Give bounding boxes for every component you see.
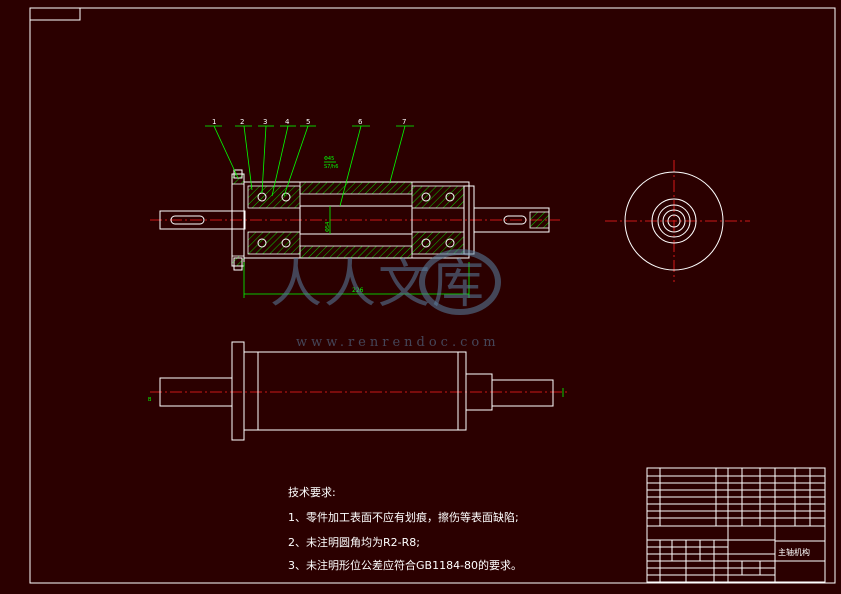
- ext-left-flange: [231, 341, 245, 441]
- left-bearing-group: [247, 185, 301, 255]
- left-flange-bottom-section: [231, 255, 245, 267]
- dim-overall-length: 226: [352, 287, 364, 294]
- tech-item-3: 3、未注明形位公差应符合GB1184-80的要求。: [288, 558, 522, 572]
- watermark: 人人文库 www.renrendoc.com: [270, 249, 501, 350]
- dim-inner-dia: Φ54: [325, 222, 331, 232]
- flange-circle: [657, 204, 691, 238]
- dim-fit-upper: Φ45: [324, 156, 334, 162]
- ext-drum: [243, 351, 467, 431]
- left-keyway: [170, 215, 205, 225]
- part-label-4: 4: [285, 118, 290, 126]
- watermark-logo-text: 人人文库: [270, 255, 486, 315]
- part-label-1: 1: [212, 118, 216, 126]
- left-shaft: [159, 210, 246, 230]
- outer-circle: [624, 171, 724, 271]
- part-label-2: 2: [240, 118, 244, 126]
- inner-shaft: [299, 205, 413, 235]
- watermark-url: www.renrendoc.com: [296, 335, 500, 350]
- exterior-view: B: [148, 341, 570, 441]
- bore-circle: [662, 209, 686, 233]
- drawing-name: 主轴机构: [778, 547, 810, 557]
- tech-heading: 技术要求:: [288, 486, 336, 499]
- left-flange-top-section: [231, 173, 245, 185]
- ext-right-shaft: [491, 379, 554, 407]
- tech-item-1: 1、零件加工表面不应有划痕，擦伤等表面缺陷;: [288, 510, 519, 524]
- part-numbers: 1 2 3 4 5 6 7: [212, 118, 406, 126]
- dim-fit-lower: S7/h6: [324, 164, 338, 170]
- part-label-6: 6: [358, 118, 363, 126]
- title-area-grid: [647, 526, 825, 582]
- drum-wall-top: [299, 181, 413, 195]
- watermark-logo-ring: [419, 249, 501, 315]
- part-leaders: [205, 125, 414, 207]
- middle-circle: [651, 198, 697, 244]
- title-block-frame: [646, 467, 826, 583]
- part-label-5: 5: [306, 118, 310, 126]
- sheet-border: [29, 7, 836, 584]
- title-block: 主轴机构: [646, 467, 826, 583]
- right-bearing-group: [411, 185, 465, 255]
- ext-left-mark: B: [148, 397, 152, 403]
- part-label-7: 7: [402, 118, 406, 126]
- part-label-3: 3: [263, 118, 267, 126]
- sheet-corner-tag: [29, 7, 81, 21]
- tech-item-2: 2、未注明圆角均为R2-R8;: [288, 535, 420, 549]
- section-view: 1 2 3 4 5 6 7 226 Φ54 Φ45 S7/h6: [150, 118, 560, 298]
- bottom-bolt: [233, 257, 243, 271]
- shaft-circle: [667, 214, 681, 228]
- right-shaft-end-section: [529, 211, 550, 229]
- right-keyway: [503, 215, 527, 225]
- parts-list-grid: [647, 468, 825, 527]
- end-view: [605, 160, 750, 282]
- tech-requirements: 技术要求: 1、零件加工表面不应有划痕，擦伤等表面缺陷; 2、未注明圆角均为R2…: [288, 486, 522, 572]
